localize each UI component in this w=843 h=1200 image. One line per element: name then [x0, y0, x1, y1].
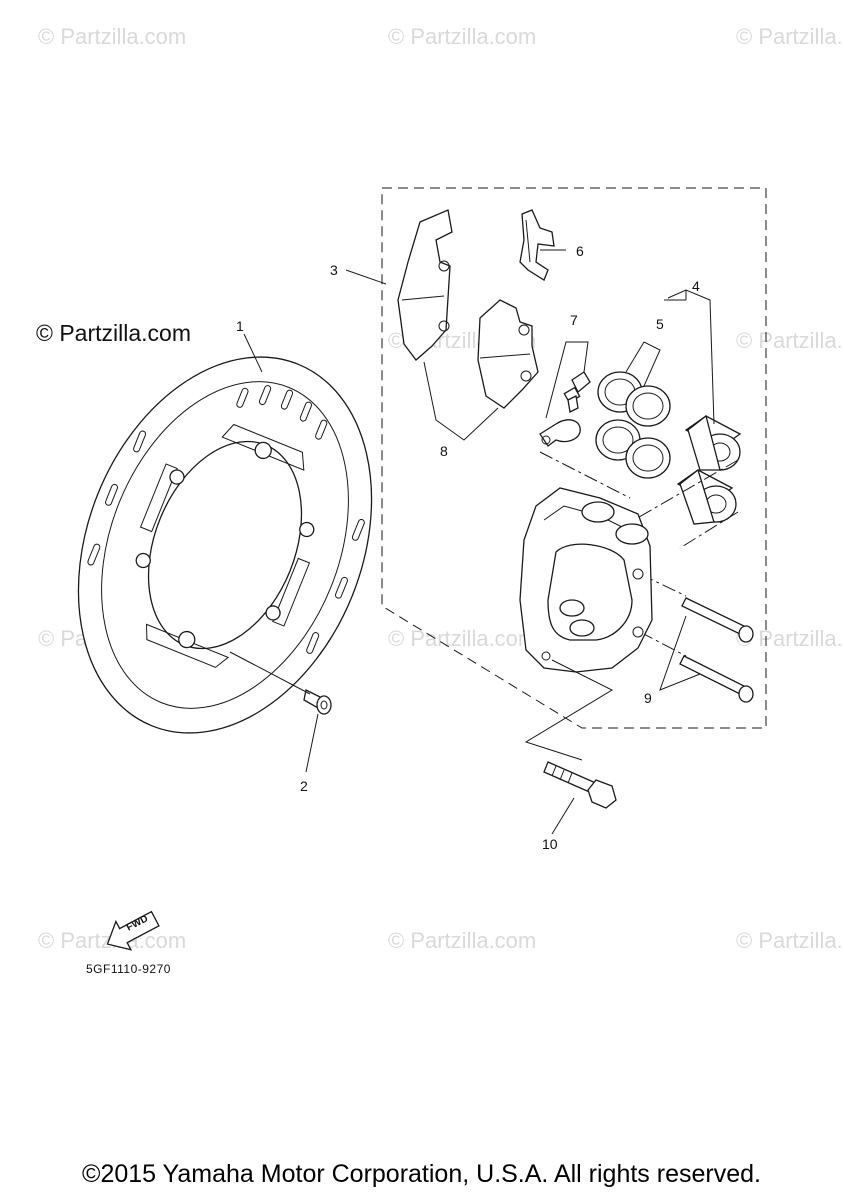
piston-seal	[595, 371, 671, 479]
watermark: © Partzilla.com	[388, 24, 537, 49]
callout-10: 10	[542, 836, 558, 852]
callout-6: 6	[576, 243, 584, 259]
watermark: © Partzilla.com	[736, 328, 843, 353]
piston	[676, 414, 742, 525]
brake-pad-outer	[397, 209, 453, 361]
watermark: © Partzilla.com	[388, 626, 537, 651]
callout-3: 3	[330, 262, 338, 278]
callout-8: 8	[440, 443, 448, 459]
pad-pin	[679, 597, 754, 703]
callout-7: 7	[570, 312, 578, 328]
callout-9: 9	[644, 690, 652, 706]
watermark: © Partzilla.com	[736, 626, 843, 651]
assembly-boundary	[381, 187, 767, 729]
disc-bolt	[303, 689, 332, 715]
watermark: © Partzilla.com	[388, 928, 537, 953]
fwd-arrow-icon	[106, 910, 160, 951]
watermark: © Partzilla.com	[38, 24, 187, 49]
callout-2: 2	[300, 778, 308, 794]
partzilla-brand: © Partzilla.com	[36, 320, 191, 346]
brake-disc	[77, 356, 373, 734]
caliper-bolt	[543, 761, 617, 809]
callout-5: 5	[656, 316, 664, 332]
bleed-screw	[539, 371, 591, 447]
caliper-body	[519, 487, 653, 673]
callout-4: 4	[692, 278, 700, 294]
diagram-code: 5GF1110-9270	[86, 962, 171, 976]
callout-1: 1	[236, 318, 244, 334]
watermark: © Partzilla.com	[736, 24, 843, 49]
copyright-notice: ©2015 Yamaha Motor Corporation, U.S.A. A…	[82, 1160, 761, 1188]
pad-spring-clip	[519, 209, 555, 281]
brake-pad-inner	[477, 299, 539, 409]
watermark: © Partzilla.com	[736, 928, 843, 953]
